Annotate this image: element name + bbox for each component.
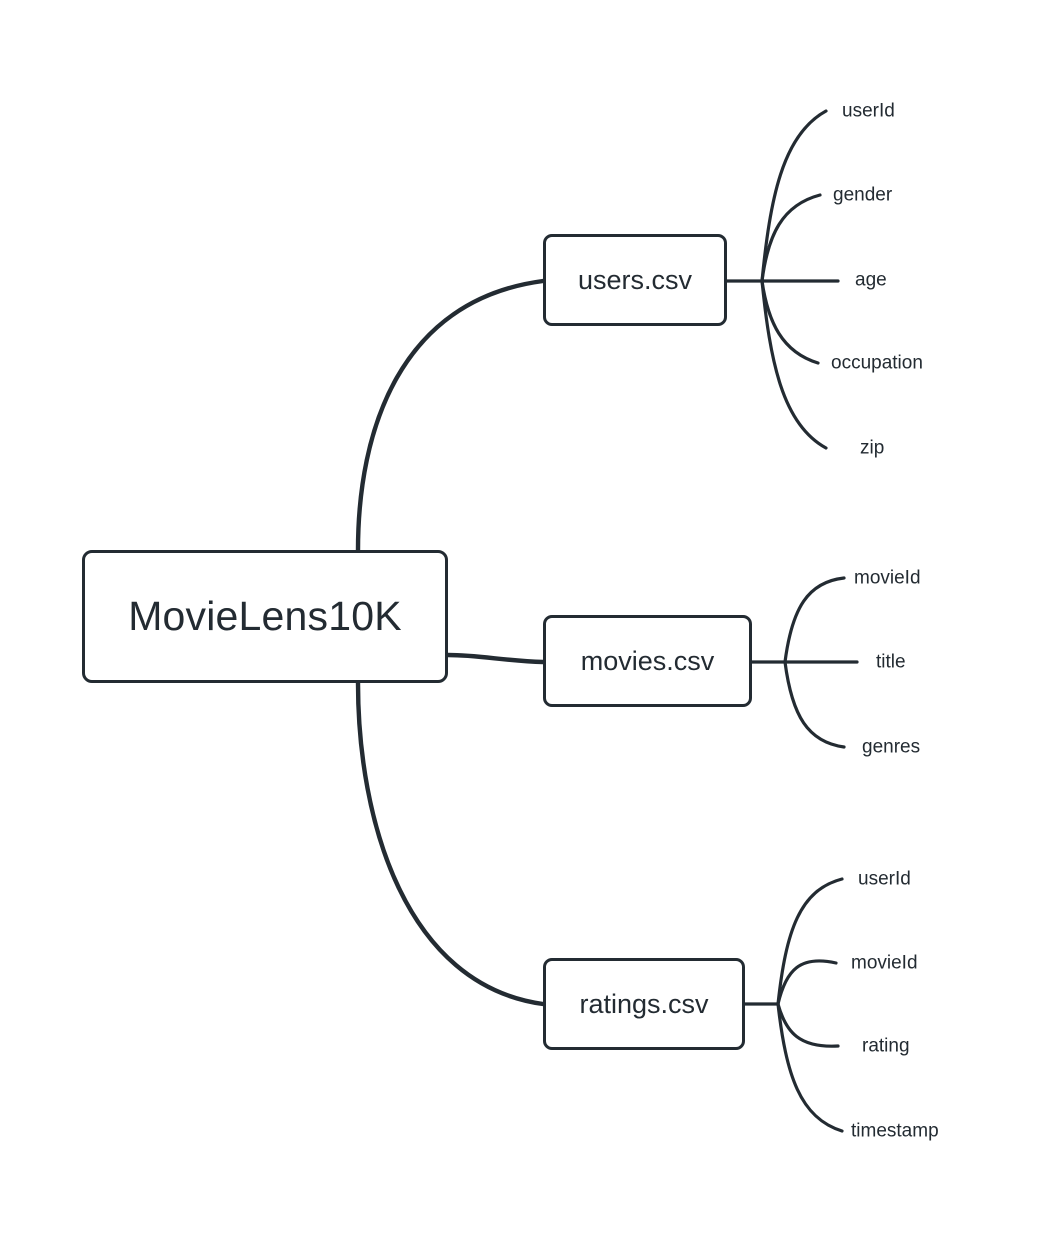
leaf-ratings-rating[interactable]: rating — [862, 1035, 910, 1057]
leaf-movies-title[interactable]: title — [876, 651, 906, 673]
leaf-users-occupation[interactable]: occupation — [831, 352, 923, 374]
leaf-users-age[interactable]: age — [855, 269, 887, 291]
edge-movies-movieid — [783, 576, 846, 664]
leaf-movies-genres[interactable]: genres — [862, 736, 921, 758]
leaf-users-zip[interactable]: zip — [860, 437, 885, 459]
leaf-movies-movieid[interactable]: movieId — [854, 567, 921, 589]
node-branch-ratings-csv[interactable]: ratings.csv — [543, 958, 745, 1050]
leaf-ratings-movieid[interactable]: movieId — [851, 952, 918, 974]
node-root-label: MovieLens10K — [128, 593, 402, 639]
edge-ratings-movieid — [776, 959, 838, 1006]
node-branch-movies-label: movies.csv — [580, 645, 715, 676]
edge-users-zip — [760, 279, 828, 450]
node-branch-ratings-label: ratings.csv — [579, 988, 709, 1019]
leaf-ratings-userid[interactable]: userId — [858, 868, 911, 890]
leaf-ratings-timestamp[interactable]: timestamp — [851, 1120, 939, 1142]
node-branch-movies-csv[interactable]: movies.csv — [543, 615, 752, 707]
edge-ratings-timestamp — [776, 1002, 844, 1133]
node-branch-users-csv[interactable]: users.csv — [543, 234, 727, 326]
edge-ratings-userid — [776, 877, 844, 1006]
edge-root-to-ratings — [355, 680, 546, 1007]
node-branch-users-label: users.csv — [577, 264, 693, 295]
leaf-users-gender[interactable]: gender — [833, 184, 893, 206]
edge-root-to-users — [355, 278, 546, 553]
edge-ratings-rating — [776, 1002, 840, 1048]
edge-root-to-movies — [445, 652, 546, 665]
node-root-movielens10k[interactable]: MovieLens10K — [82, 550, 448, 683]
edge-movies-genres — [783, 660, 846, 749]
leaf-users-userid[interactable]: userId — [842, 100, 895, 122]
edge-users-userid — [760, 109, 828, 283]
edge-users-gender — [760, 193, 822, 283]
